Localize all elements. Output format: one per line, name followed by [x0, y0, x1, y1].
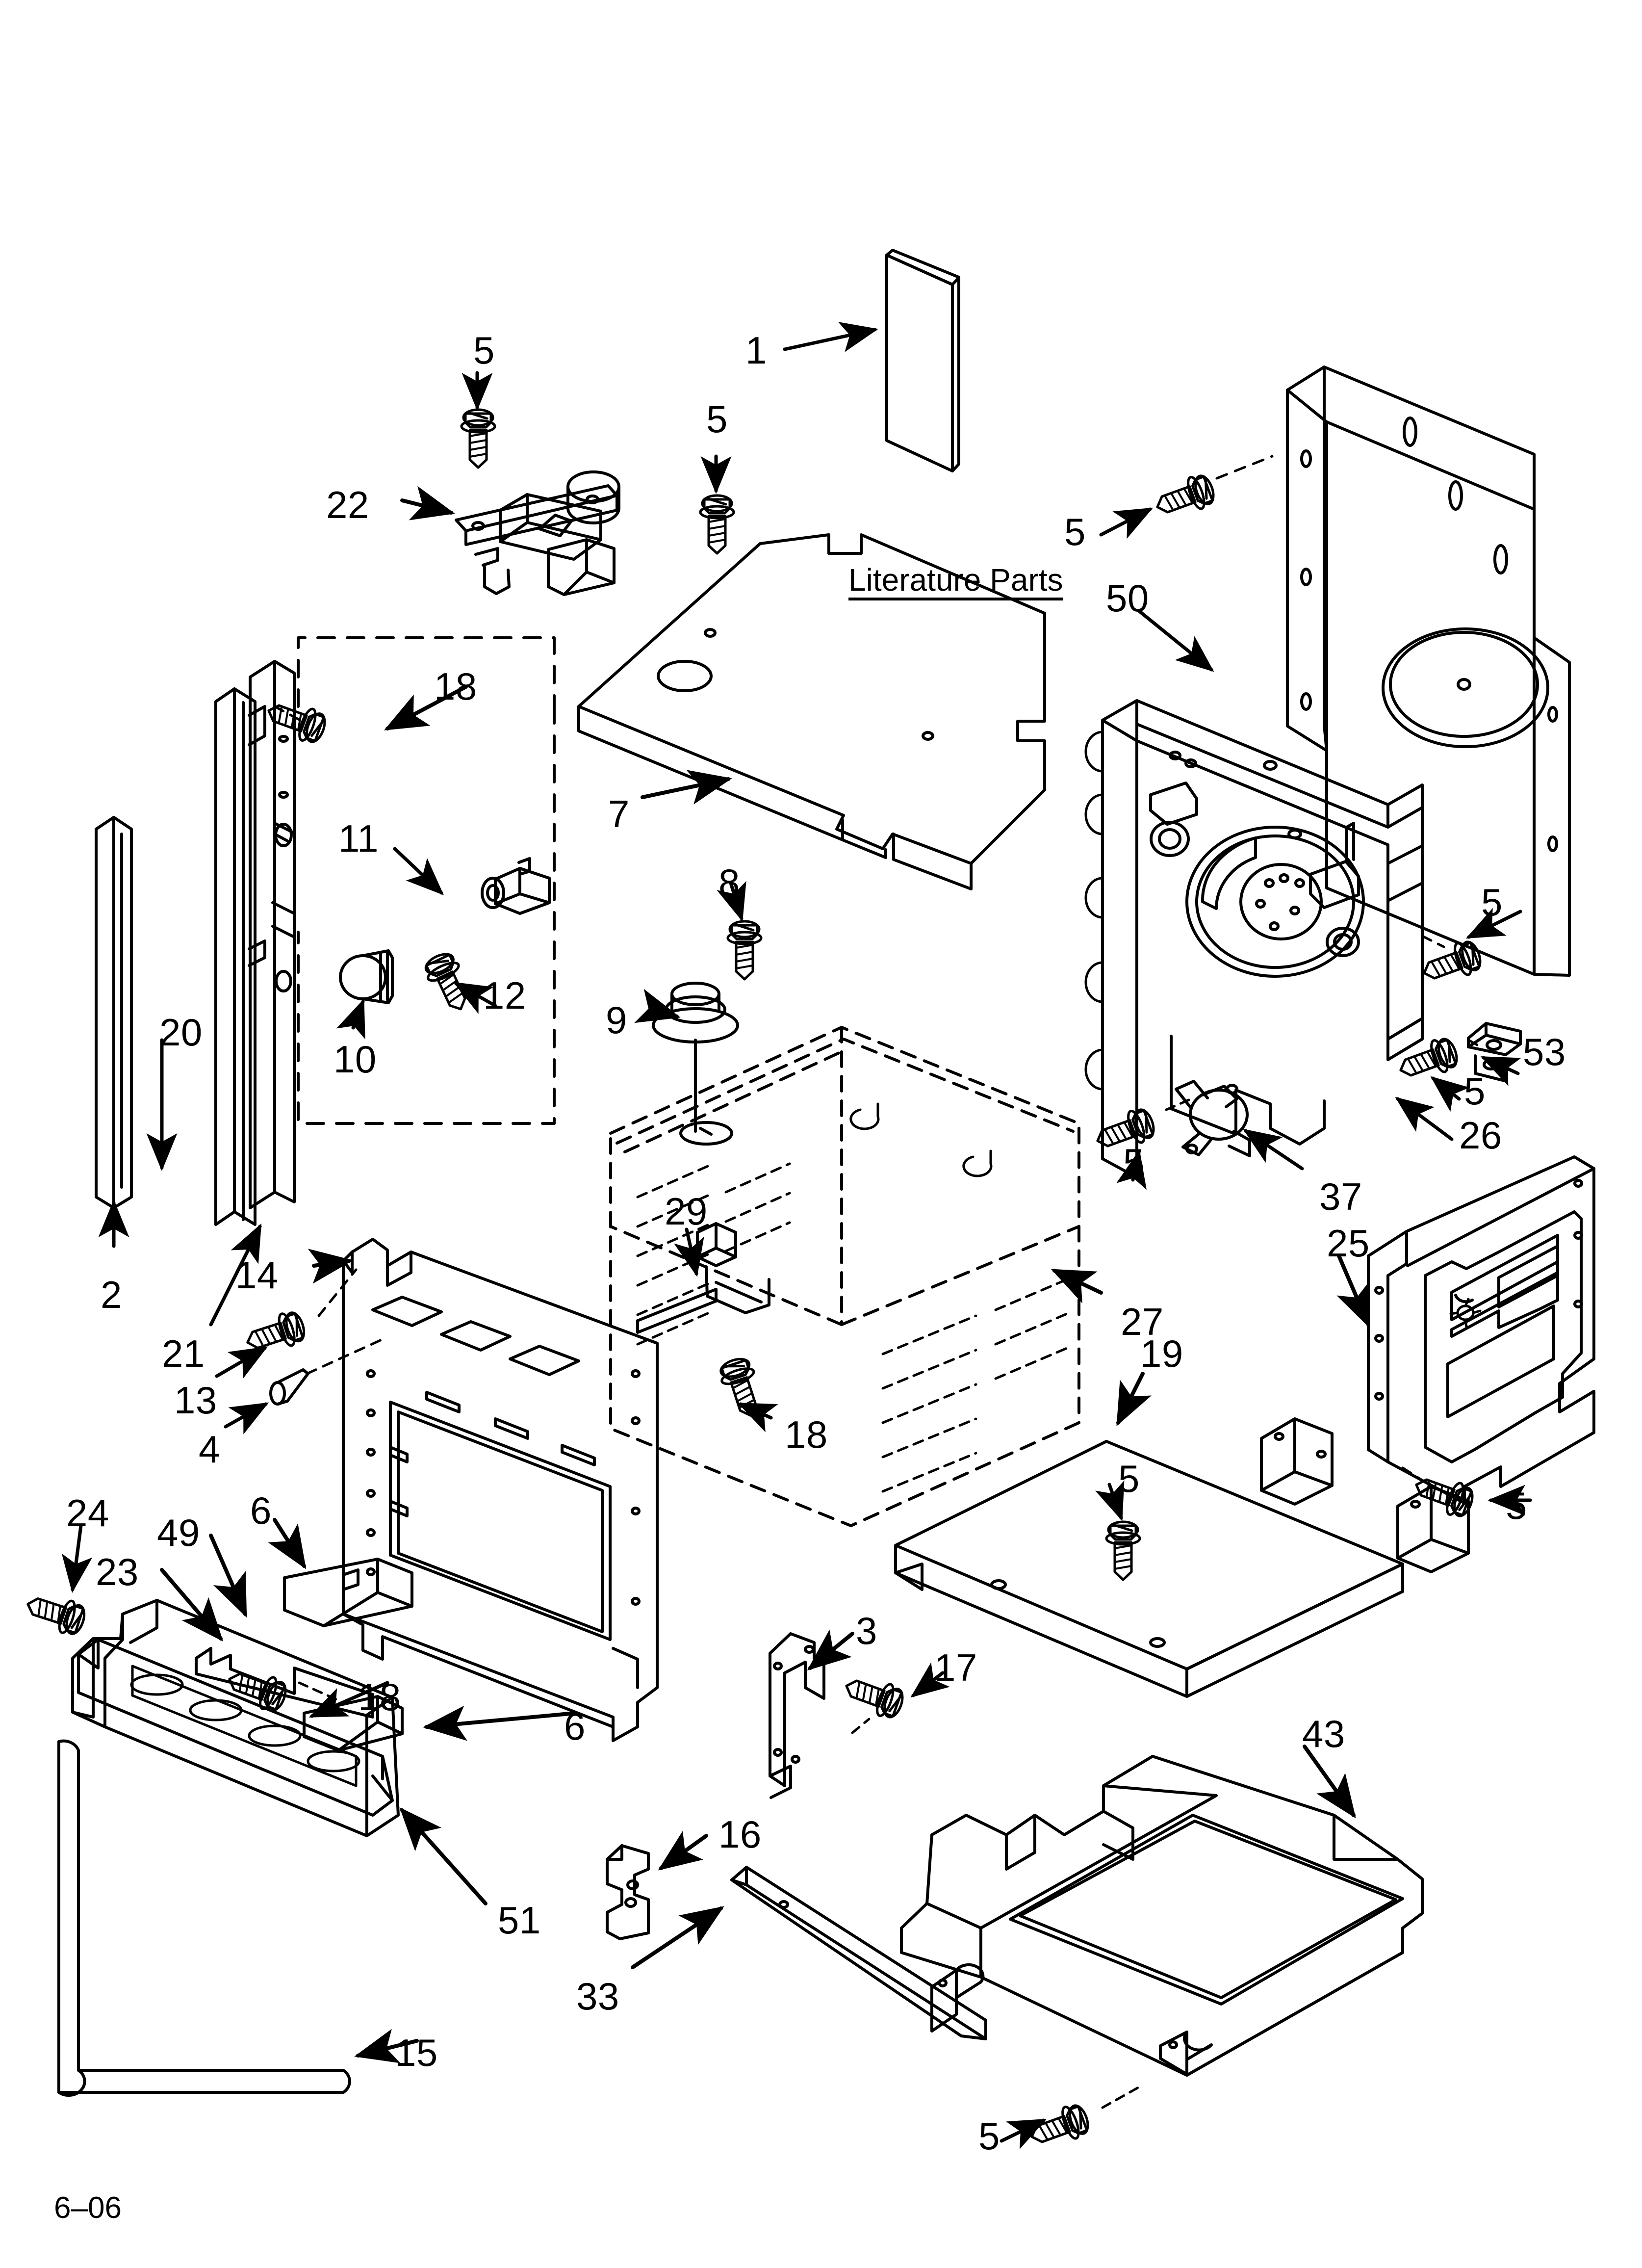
part-front-frame [342, 1238, 659, 1742]
callout-number-9-vent-grommet: 9 [606, 998, 627, 1042]
callout-number-1-literature-document: 1 [745, 329, 767, 372]
callout-number-5-screw: 5 [1481, 881, 1503, 924]
callout-number-25-insulation-panel: 25 [1327, 1222, 1370, 1265]
callout-number-2-side-trim: 2 [101, 1273, 122, 1316]
callout-number-4-pin: 4 [199, 1428, 220, 1471]
callout-number-14-front-frame: 14 [235, 1253, 279, 1297]
part-receptacle [481, 857, 551, 915]
callout-number-17-screw: 17 [934, 1646, 977, 1689]
callout-number-15-door-gasket: 15 [395, 2031, 438, 2074]
callout-number-13-screw: 13 [174, 1379, 217, 1422]
callout-number-26-back-panel: 26 [1459, 1114, 1502, 1157]
callout-number-49-bracket-strip: 49 [157, 1511, 200, 1554]
callout-number-5-screw: 5 [1506, 1484, 1527, 1527]
part-side-panel [1286, 365, 1571, 977]
callout-number-16-retainer-clip: 16 [718, 1813, 762, 1856]
callout-number-6-spacer-block: 6 [564, 1705, 586, 1748]
callout-number-5-screw: 5 [706, 397, 728, 441]
callout-number-6-spacer-block: 6 [250, 1489, 272, 1532]
callout-number-33-deflector: 33 [576, 1975, 619, 2018]
callout-number-21-side-rail: 21 [162, 1332, 205, 1375]
callout-number-22-door-latch-motor-assembly: 22 [326, 483, 369, 526]
callout-number-18-screw: 18 [358, 1675, 401, 1719]
callout-number-3-hinge-bracket: 3 [856, 1609, 877, 1652]
part-bottom-pan [900, 1755, 1424, 2077]
part-retainer-clip [606, 1844, 650, 1940]
group-label-literature-parts: Literature Parts [848, 564, 1063, 600]
page-footer: 6–06 [54, 2191, 122, 2225]
part-front-rail [248, 660, 296, 1209]
part-insulation-panel [1367, 1155, 1595, 1505]
callout-number-27-oven-cavity-liner: 27 [1121, 1300, 1164, 1343]
callout-number-18-screw: 18 [434, 665, 477, 708]
part-side-trim [95, 816, 133, 1209]
part-back-panel [1084, 699, 1424, 1179]
callout-number-5-screw: 5 [473, 329, 495, 372]
part-spacer-block-6b [303, 1695, 404, 1752]
part-oven-cavity-liner [609, 1026, 1080, 1527]
callout-number-7-top-panel: 7 [608, 792, 630, 835]
callout-number-5-screw: 5 [1118, 1457, 1140, 1500]
callout-number-43-bottom-pan: 43 [1302, 1712, 1345, 1755]
callout-number-5-screw: 5 [1064, 510, 1086, 553]
callout-number-51-trim-strip: 51 [498, 1899, 541, 1942]
callout-number-29-latch-switch: 29 [665, 1190, 708, 1233]
part-latch-motor-assembly [455, 470, 620, 596]
callout-number-12-receptacle: 12 [483, 974, 526, 1017]
part-bottom-shelf [894, 1417, 1470, 1698]
callout-number-50-side-panel: 50 [1106, 576, 1149, 620]
group-11-dashed-boundary [297, 636, 556, 1125]
callout-number-8-screw: 8 [718, 861, 740, 904]
callout-number-20-trim-rail: 20 [159, 1011, 203, 1054]
callout-number-19-bottom-shelf: 19 [1140, 1332, 1183, 1375]
callout-number-5-screw: 5 [978, 2114, 1000, 2158]
callout-number-37-thermostat: 37 [1319, 1175, 1362, 1218]
callout-number-24-screw: 24 [66, 1491, 109, 1535]
callout-number-23-frame-trim: 23 [96, 1550, 139, 1593]
part-deflector [730, 1866, 987, 2040]
callout-number-10-knob-plug: 10 [334, 1038, 377, 1081]
part-trim-strip-51 [77, 1638, 394, 1817]
part-spacer-block-6a [283, 1558, 413, 1627]
callout-number-11-component-group: 11 [338, 817, 379, 860]
part-literature-document [885, 249, 960, 472]
callout-number-5-screw: 5 [1123, 1141, 1145, 1184]
callout-number-18-screw: 18 [785, 1413, 828, 1456]
callout-number-5-screw: 5 [1464, 1069, 1486, 1113]
part-door-gasket-15 [57, 1739, 351, 2097]
callout-number-53-wire-clip: 53 [1523, 1030, 1566, 1073]
part-frame-trim-23 [71, 1599, 400, 1837]
